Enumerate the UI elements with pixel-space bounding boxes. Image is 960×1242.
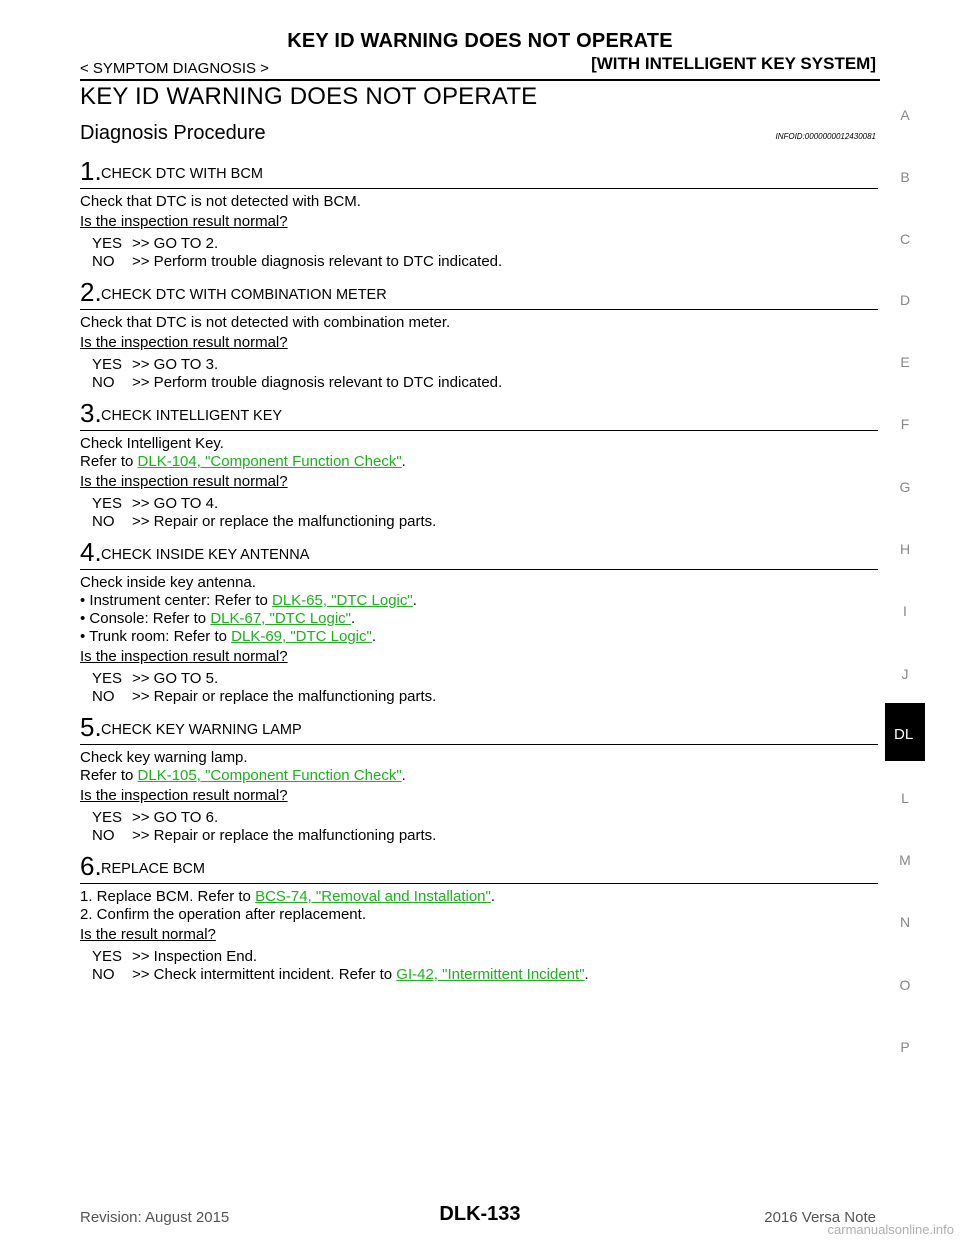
model-name: 2016 Versa Note — [764, 1209, 876, 1226]
side-nav-h[interactable]: H — [899, 541, 911, 557]
answer-no: NO>> Repair or replace the malfunctionin… — [92, 827, 437, 844]
step-heading: 6. REPLACE BCM — [80, 849, 878, 884]
reference-link[interactable]: DLK-105, "Component Function Check" — [137, 767, 402, 784]
answer-list: YES>> Inspection End. NO>> Check intermi… — [92, 948, 878, 984]
answer-no: NO>> Perform trouble diagnosis relevant … — [92, 374, 503, 391]
inspection-question: Is the inspection result normal? — [80, 213, 288, 230]
bullet-item: • Trunk room: Refer to DLK-69, "DTC Logi… — [80, 628, 377, 645]
breadcrumb: < SYMPTOM DIAGNOSIS > — [80, 60, 269, 77]
side-nav-active-tab[interactable] — [885, 703, 925, 761]
answer-list: YES>> GO TO 5. NO>> Repair or replace th… — [92, 670, 878, 706]
answer-yes: YES>> GO TO 6. — [92, 809, 219, 826]
answer-yes: YES>> GO TO 2. — [92, 235, 219, 252]
reference-link[interactable]: DLK-104, "Component Function Check" — [137, 453, 402, 470]
inspection-question: Is the inspection result normal? — [80, 473, 288, 490]
system-label: [WITH INTELLIGENT KEY SYSTEM] — [591, 54, 876, 73]
answer-list: YES>> GO TO 2. NO>> Perform trouble diag… — [92, 235, 878, 271]
page-title: KEY ID WARNING DOES NOT OPERATE — [80, 83, 538, 110]
step-description: Check that DTC is not detected with comb… — [80, 314, 451, 331]
side-nav-i[interactable]: I — [903, 603, 907, 619]
info-id: INFOID:0000000012430081 — [775, 132, 876, 141]
numbered-item: 1. Replace BCM. Refer to BCS-74, "Remova… — [80, 888, 496, 905]
procedure-content: 1. CHECK DTC WITH BCM Check that DTC is … — [80, 154, 878, 988]
revision-date: Revision: August 2015 — [80, 1209, 230, 1226]
reference-line: Refer to DLK-105, "Component Function Ch… — [80, 767, 406, 784]
side-nav-m[interactable]: M — [899, 852, 911, 868]
step-title: CHECK INSIDE KEY ANTENNA — [101, 547, 310, 563]
side-nav-d[interactable]: D — [899, 292, 911, 308]
inspection-question: Is the result normal? — [80, 926, 216, 943]
step-title: CHECK INTELLIGENT KEY — [101, 408, 283, 424]
watermark: carmanualsonline.info — [827, 1222, 954, 1237]
step-number: 3. — [80, 398, 102, 428]
step-number: 4. — [80, 537, 102, 567]
step-2: 2. CHECK DTC WITH COMBINATION METER Chec… — [80, 275, 878, 392]
reference-line: Refer to DLK-104, "Component Function Ch… — [80, 453, 406, 470]
bullet-item: • Instrument center: Refer to DLK-65, "D… — [80, 592, 417, 609]
step-3: 3. CHECK INTELLIGENT KEY Check Intellige… — [80, 396, 878, 531]
header-divider — [80, 79, 880, 81]
running-header-title: KEY ID WARNING DOES NOT OPERATE — [287, 30, 673, 52]
step-heading: 1. CHECK DTC WITH BCM — [80, 154, 878, 189]
bullet-item: • Console: Refer to DLK-67, "DTC Logic". — [80, 610, 356, 627]
reference-link[interactable]: BCS-74, "Removal and Installation" — [255, 888, 491, 905]
step-number: 5. — [80, 712, 102, 742]
side-nav-n[interactable]: N — [899, 914, 911, 930]
step-1: 1. CHECK DTC WITH BCM Check that DTC is … — [80, 154, 878, 271]
side-nav-f[interactable]: F — [900, 416, 910, 432]
step-title: CHECK DTC WITH BCM — [101, 166, 263, 182]
step-heading: 4. CHECK INSIDE KEY ANTENNA — [80, 535, 878, 570]
step-number: 6. — [80, 851, 102, 881]
step-number: 1. — [80, 156, 102, 186]
procedure-title: Diagnosis Procedure — [80, 122, 266, 144]
answer-yes: YES>> Inspection End. — [92, 948, 258, 965]
inspection-question: Is the inspection result normal? — [80, 334, 288, 351]
side-nav-active-label[interactable]: DL — [894, 726, 914, 743]
reference-link[interactable]: DLK-69, "DTC Logic" — [231, 628, 372, 645]
step-5: 5. CHECK KEY WARNING LAMP Check key warn… — [80, 710, 878, 845]
answer-no: NO>> Perform trouble diagnosis relevant … — [92, 253, 503, 270]
step-title: REPLACE BCM — [101, 861, 205, 877]
side-nav-j[interactable]: J — [901, 666, 909, 682]
step-description: Check key warning lamp. — [80, 749, 248, 766]
side-nav-l[interactable]: L — [901, 790, 909, 806]
side-nav-c[interactable]: C — [899, 231, 911, 247]
answer-yes: YES>> GO TO 5. — [92, 670, 219, 687]
reference-link[interactable]: DLK-65, "DTC Logic" — [272, 592, 413, 609]
step-description: Check that DTC is not detected with BCM. — [80, 193, 361, 210]
step-heading: 3. CHECK INTELLIGENT KEY — [80, 396, 878, 431]
answer-yes: YES>> GO TO 3. — [92, 356, 219, 373]
side-nav-e[interactable]: E — [900, 354, 910, 370]
step-4: 4. CHECK INSIDE KEY ANTENNA Check inside… — [80, 535, 878, 706]
step-6: 6. REPLACE BCM 1. Replace BCM. Refer to … — [80, 849, 878, 984]
step-title: CHECK DTC WITH COMBINATION METER — [101, 287, 387, 303]
step-description: Check inside key antenna. — [80, 574, 256, 591]
reference-link[interactable]: GI-42, "Intermittent Incident" — [396, 966, 585, 983]
step-description: Check Intelligent Key. — [80, 435, 224, 452]
answer-no: NO>> Check intermittent incident. Refer … — [92, 966, 589, 983]
reference-link[interactable]: DLK-67, "DTC Logic" — [210, 610, 352, 627]
answer-list: YES>> GO TO 6. NO>> Repair or replace th… — [92, 809, 878, 845]
inspection-question: Is the inspection result normal? — [80, 787, 288, 804]
step-heading: 5. CHECK KEY WARNING LAMP — [80, 710, 878, 745]
answer-list: YES>> GO TO 4. NO>> Repair or replace th… — [92, 495, 878, 531]
numbered-item: 2. Confirm the operation after replaceme… — [80, 906, 366, 923]
answer-no: NO>> Repair or replace the malfunctionin… — [92, 688, 437, 705]
step-heading: 2. CHECK DTC WITH COMBINATION METER — [80, 275, 878, 310]
side-nav-b[interactable]: B — [900, 169, 910, 185]
answer-list: YES>> GO TO 3. NO>> Perform trouble diag… — [92, 356, 878, 392]
inspection-question: Is the inspection result normal? — [80, 648, 288, 665]
answer-yes: YES>> GO TO 4. — [92, 495, 219, 512]
step-title: CHECK KEY WARNING LAMP — [101, 722, 302, 738]
answer-no: NO>> Repair or replace the malfunctionin… — [92, 513, 437, 530]
side-nav-g[interactable]: G — [899, 479, 911, 495]
side-nav-p[interactable]: P — [900, 1039, 910, 1055]
side-nav-a[interactable]: A — [900, 107, 910, 123]
side-nav-o[interactable]: O — [899, 977, 911, 993]
step-number: 2. — [80, 277, 102, 307]
page-number: DLK-133 — [439, 1203, 521, 1225]
